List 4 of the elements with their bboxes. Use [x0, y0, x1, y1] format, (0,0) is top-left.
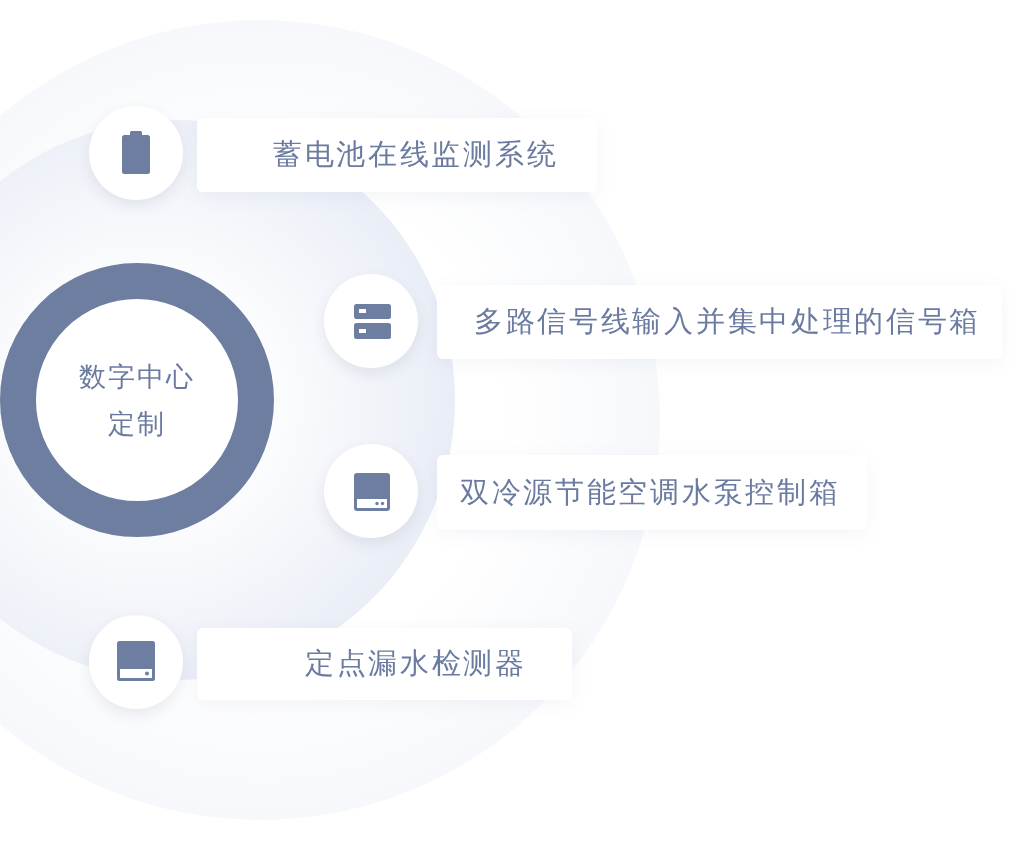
text-panel: 多路信号线输入并集中处理的信号箱 — [437, 285, 1002, 359]
text-panel: 蓄电池在线监测系统 — [197, 118, 597, 192]
text-panel: 双冷源节能空调水泵控制箱 — [437, 455, 867, 530]
text-panel: 定点漏水检测器 — [197, 628, 572, 700]
